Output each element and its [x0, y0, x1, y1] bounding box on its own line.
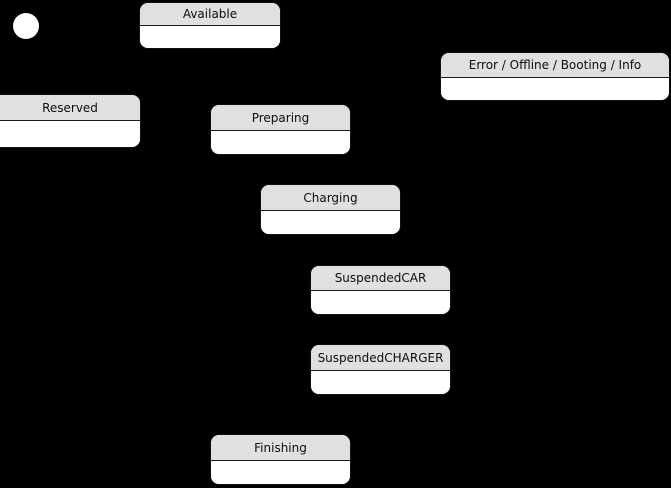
state-body-preparing — [211, 131, 350, 154]
state-title-available: Available — [140, 3, 280, 26]
state-node-available[interactable]: Available — [140, 3, 280, 48]
state-body-reserved — [0, 121, 140, 147]
state-title-charging: Charging — [261, 185, 400, 211]
state-body-suspendedcharger — [311, 371, 450, 394]
state-title-preparing: Preparing — [211, 105, 350, 131]
state-body-available — [140, 26, 280, 48]
state-title-suspendedcar: SuspendedCAR — [311, 266, 450, 291]
state-body-suspendedcar — [311, 291, 450, 314]
state-node-suspendedcharger[interactable]: SuspendedCHARGER — [311, 345, 450, 394]
state-title-suspendedcharger: SuspendedCHARGER — [311, 345, 450, 371]
state-node-finishing[interactable]: Finishing — [211, 435, 350, 484]
state-node-reserved[interactable]: Reserved — [0, 95, 140, 147]
state-body-error-offline-booting-info — [441, 78, 669, 100]
state-title-reserved: Reserved — [0, 95, 140, 121]
state-node-preparing[interactable]: Preparing — [211, 105, 350, 154]
state-node-charging[interactable]: Charging — [261, 185, 400, 234]
state-body-charging — [261, 211, 400, 234]
state-title-finishing: Finishing — [211, 435, 350, 461]
state-node-suspendedcar[interactable]: SuspendedCAR — [311, 266, 450, 314]
state-body-finishing — [211, 461, 350, 484]
initial-state-circle-icon — [13, 13, 39, 39]
state-title-error-offline-booting-info: Error / Offline / Booting / Info — [441, 53, 669, 78]
state-node-error-offline-booting-info[interactable]: Error / Offline / Booting / Info — [441, 53, 669, 100]
